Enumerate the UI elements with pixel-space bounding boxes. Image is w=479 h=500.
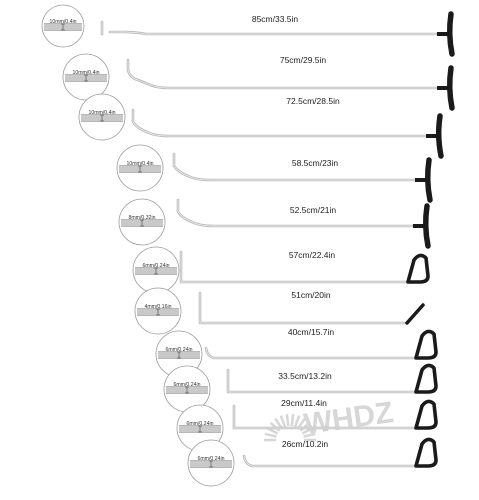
watermark-ray — [279, 415, 287, 428]
tool-handle — [437, 11, 455, 57]
diameter-badge: 10mm/0.4in — [62, 53, 110, 101]
diameter-label: 10mm/0.4in — [49, 19, 76, 25]
loop-handle — [414, 363, 438, 394]
tool-rod — [242, 454, 418, 468]
watermark-layer: WHDZ — [264, 396, 396, 442]
tool-rod-highlight — [101, 21, 446, 35]
diameter-label: 10mm/0.4in — [126, 161, 153, 167]
diameter-label: 10mm/0.4in — [88, 110, 115, 116]
tool-rod — [204, 346, 418, 360]
t-handle-bar — [435, 113, 444, 159]
diameter-label: 4mm/0.16in — [144, 304, 171, 310]
watermark-ray — [293, 415, 301, 428]
tool-rod-highlight — [173, 153, 424, 181]
length-label: 72.5cm/28.5in — [286, 96, 340, 106]
tool-handle — [415, 157, 433, 203]
tool-1: 10mm/0.4in 85cm/33.5in — [41, 4, 455, 57]
diameter-label: 8mm/0.32in — [128, 215, 155, 221]
watermark-ray — [303, 432, 316, 438]
tool-handle — [414, 399, 438, 430]
tool-rod-highlight — [227, 369, 417, 393]
diameter-label: 6mm/0.24in — [197, 456, 224, 462]
loop-handle — [414, 437, 438, 468]
tool-handle — [414, 437, 438, 468]
length-label: 52.5cm/21in — [290, 205, 337, 215]
length-label: 57cm/22.4in — [289, 250, 336, 260]
tool-rod-highlight — [243, 455, 417, 467]
t-handle-bar — [446, 11, 455, 57]
length-label: 29cm/11.4in — [281, 398, 327, 408]
tool-6: 6mm/0.24in 57cm/22.4in — [132, 246, 430, 294]
tool-rod-highlight — [180, 251, 409, 283]
tool-9: 6mm/0.24in 33.5cm/13.2in — [163, 363, 438, 413]
tool-handle — [406, 253, 430, 284]
length-label: 75cm/29.5in — [280, 55, 327, 65]
tool-handle — [437, 65, 455, 111]
tool-rod-highlight — [132, 109, 435, 137]
diameter-label: 10mm/0.4in — [72, 70, 99, 76]
length-label: 40cm/15.7in — [288, 327, 335, 337]
diameter-badge: 6mm/0.24in — [132, 246, 180, 294]
tool-rod-highlight — [127, 59, 446, 89]
tool-handle — [414, 329, 438, 360]
tool-rod — [131, 108, 436, 138]
diameter-badge: 10mm/0.4in — [41, 4, 85, 48]
watermark-ray — [264, 432, 277, 438]
t-handle-bar — [422, 203, 431, 249]
length-label: 51cm/20in — [291, 290, 330, 300]
loop-handle — [414, 399, 438, 430]
tool-11: 6mm/0.24in 26cm/10.2in — [187, 437, 438, 487]
length-label: 58.5cm/23in — [292, 158, 339, 168]
watermark-sunburst — [264, 414, 316, 442]
tool-rod-highlight — [205, 347, 417, 359]
tool-3: 10mm/0.4in 72.5cm/28.5in — [78, 93, 444, 159]
diameter-badge: 6mm/0.24in — [163, 365, 211, 413]
diameter-badge: 6mm/0.24in — [187, 439, 235, 487]
diameter-badge: 4mm/0.16in — [134, 287, 182, 335]
tool-2: 10mm/0.4in 75cm/29.5in — [62, 53, 455, 111]
diameter-label: 6mm/0.24in — [142, 263, 169, 269]
tool-10: 6mm/0.24in 29cm/11.4in — [176, 398, 438, 452]
tool-handle — [405, 303, 425, 325]
length-label: 26cm/10.2in — [282, 439, 329, 449]
watermark-ray — [285, 414, 290, 427]
loop-handle — [406, 253, 430, 284]
tool-4: 10mm/0.4in 58.5cm/23in — [116, 144, 433, 203]
diameter-label: 6mm/0.24in — [165, 347, 192, 353]
diameter-badge: 10mm/0.4in — [116, 144, 164, 192]
watermark-ray — [290, 414, 295, 427]
tool-8: 6mm/0.24in 40cm/15.7in — [155, 327, 438, 378]
tool-handle — [426, 113, 444, 159]
length-label: 85cm/33.5in — [252, 14, 299, 24]
tool-rod-highlight — [233, 405, 417, 429]
tool-rod-highlight — [177, 199, 422, 227]
t-handle-bar — [424, 157, 433, 203]
tools-layer: 10mm/0.4in 85cm/33.5in 10mm/0.4in 75cm/29.5… — [41, 4, 455, 487]
diameter-badge: 8mm/0.32in — [118, 198, 166, 246]
diameter-label: 6mm/0.24in — [173, 382, 200, 388]
tool-rod-highlight — [199, 292, 408, 324]
length-label: 33.5cm/13.2in — [278, 371, 332, 381]
diameter-badge: 6mm/0.24in — [176, 404, 224, 452]
diameter-label: 6mm/0.24in — [186, 421, 213, 427]
tool-7: 4mm/0.16in 51cm/20in — [134, 287, 425, 335]
t-handle-bar — [446, 65, 455, 111]
tool-handle — [414, 363, 438, 394]
diameter-badge: 10mm/0.4in — [78, 93, 126, 141]
angled-tip-handle — [405, 303, 425, 325]
loop-handle — [414, 329, 438, 360]
tool-5: 8mm/0.32in 52.5cm/21in — [118, 198, 431, 249]
tool-handle — [413, 203, 431, 249]
